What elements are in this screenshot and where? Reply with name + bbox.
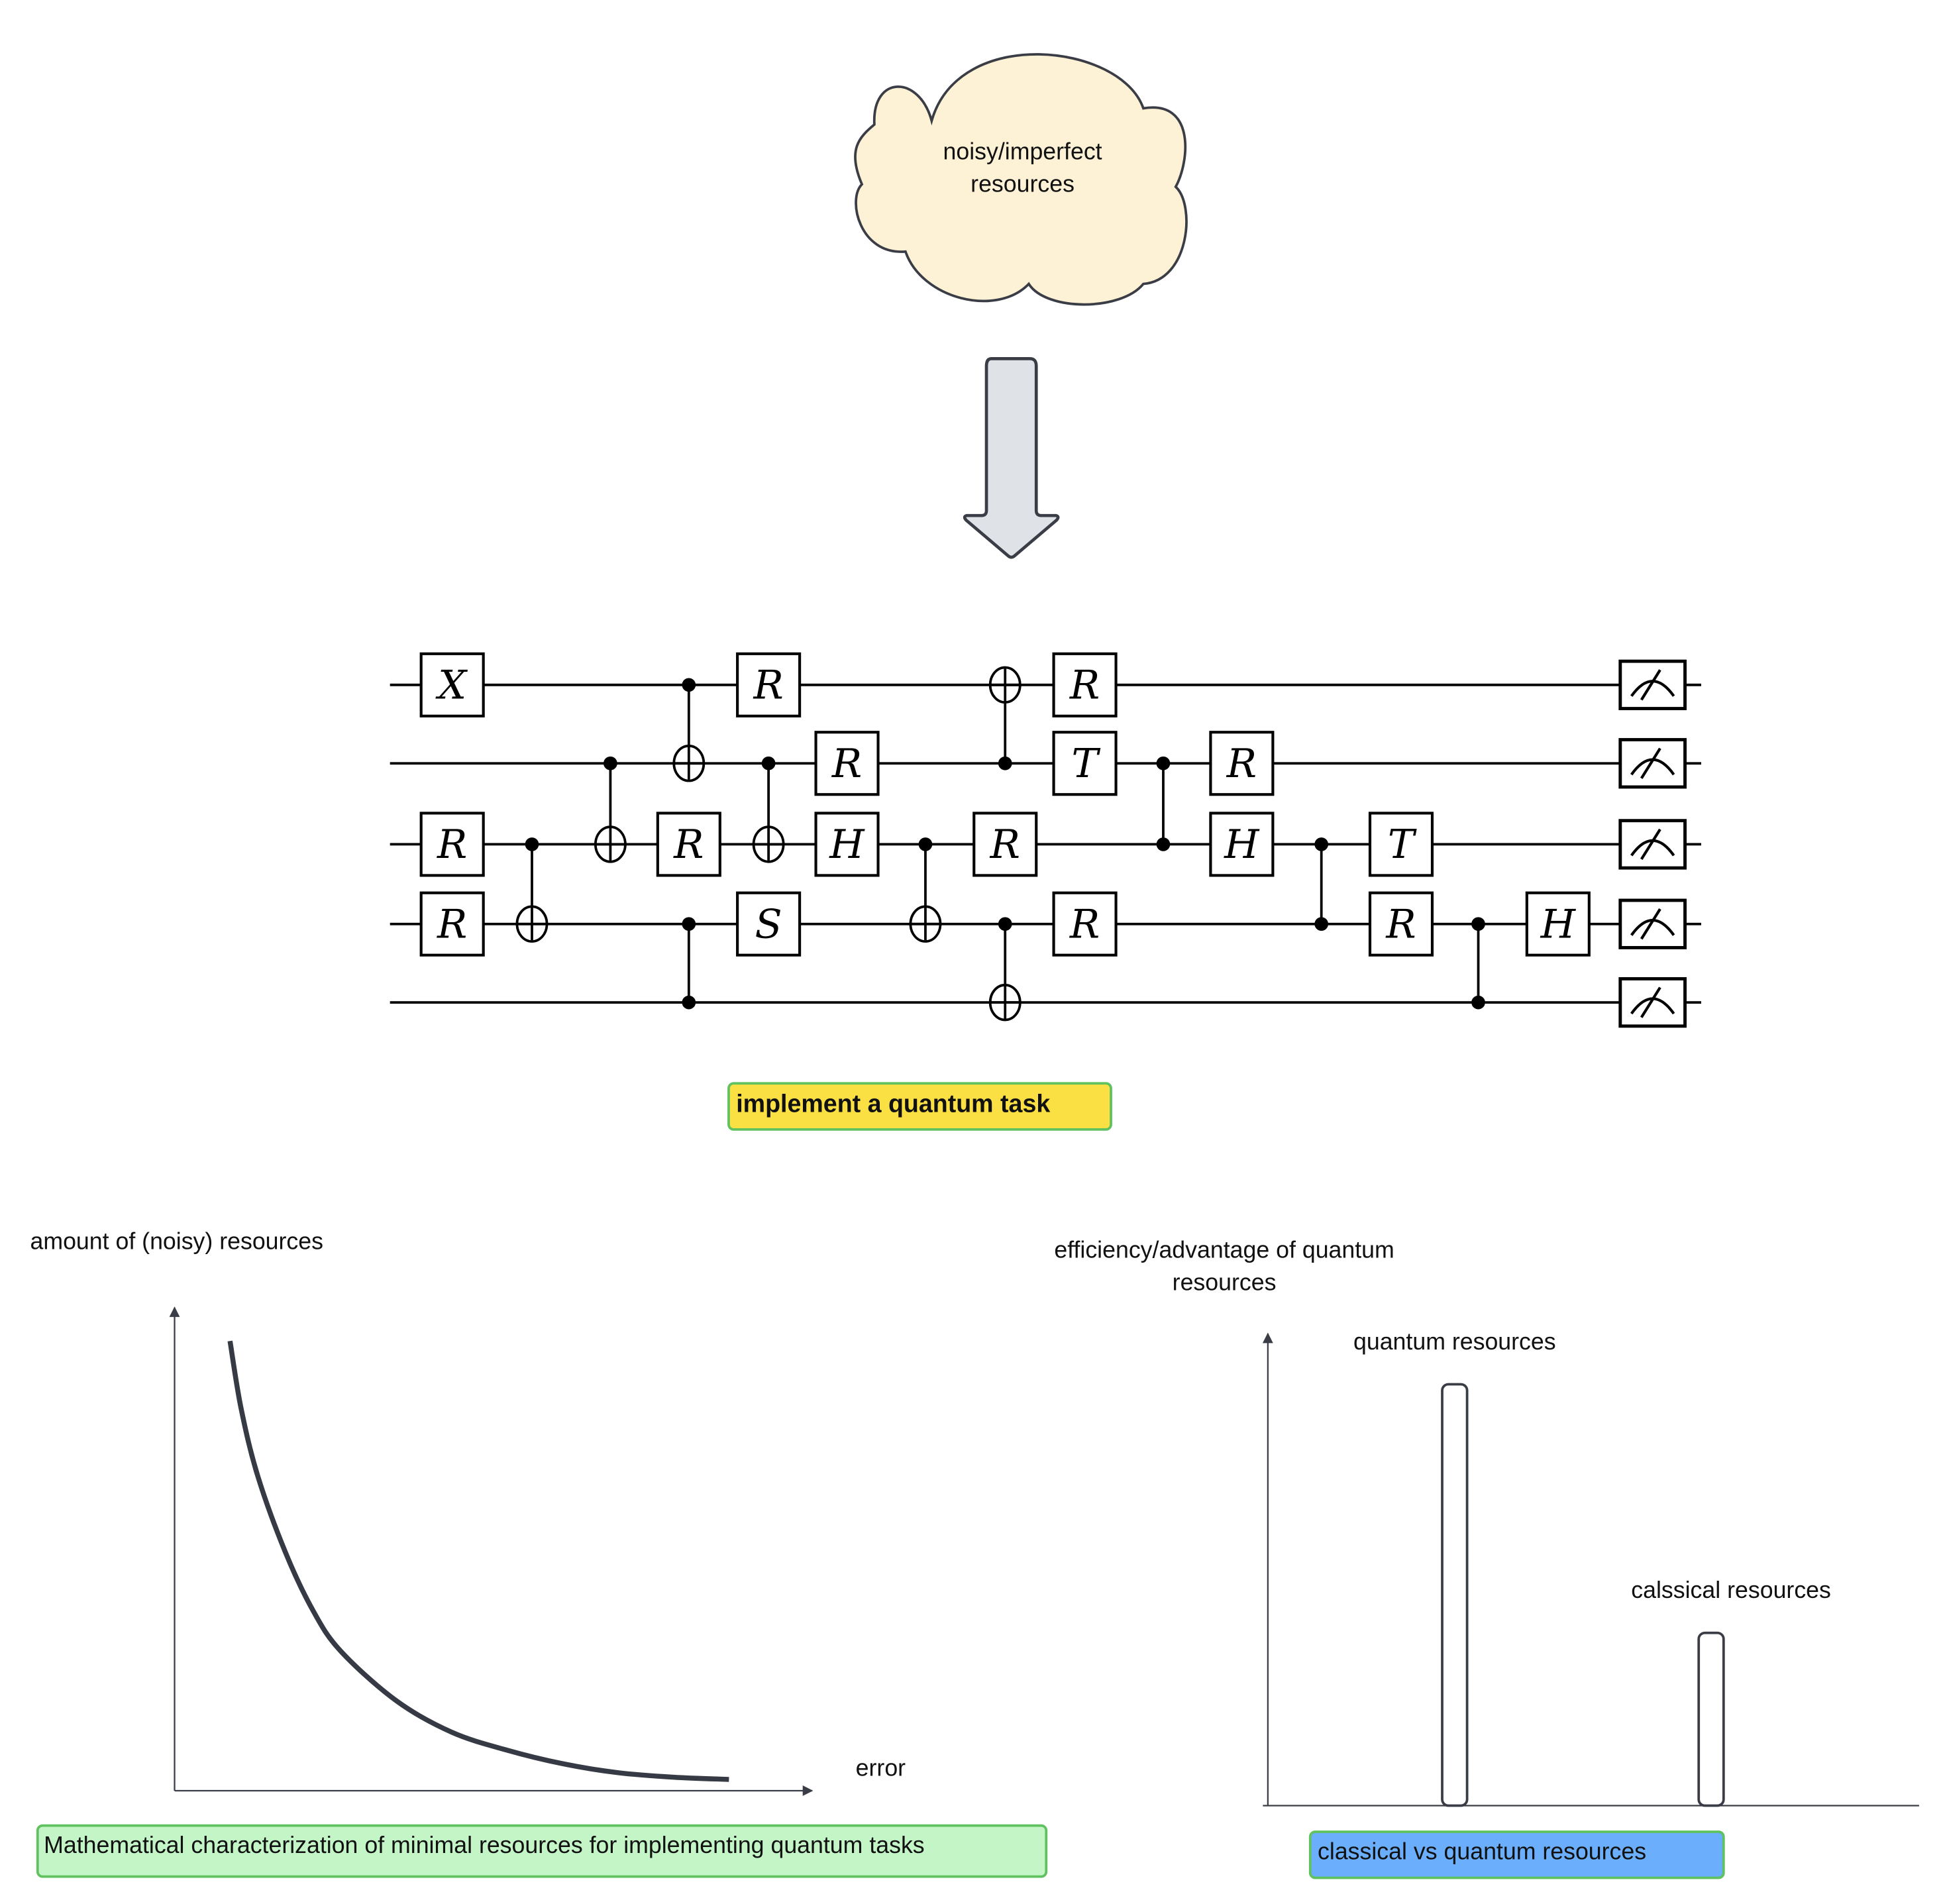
control-dot	[918, 837, 933, 851]
gate-box: R	[419, 812, 485, 877]
gate-cnot	[594, 756, 627, 863]
right-caption-text: classical vs quantum resources	[1318, 1838, 1646, 1864]
gate-box: R	[1052, 652, 1118, 717]
cloud-text-line2: resources	[971, 170, 1075, 197]
gate-box: H	[814, 812, 880, 877]
gate-label: R	[831, 741, 862, 787]
left-caption: Mathematical characterization of minimal…	[36, 1824, 1048, 1878]
gate-cnot	[988, 917, 1022, 1022]
control-dot	[1314, 917, 1329, 931]
gate-box: H	[1525, 891, 1591, 957]
gate-box: R	[419, 891, 485, 957]
bar-classical	[1697, 1631, 1725, 1807]
gate-label: T	[1071, 741, 1100, 787]
measurement-meter-icon	[1618, 977, 1687, 1028]
gate-box: S	[736, 891, 802, 957]
gate-label: H	[1540, 901, 1577, 947]
control-dot	[604, 756, 617, 770]
gate-box: T	[1052, 731, 1118, 796]
down-arrow-icon	[963, 356, 1060, 559]
control-dot	[761, 756, 776, 770]
gate-cz	[1471, 917, 1485, 1010]
gate-box: T	[1368, 812, 1434, 877]
gate-box: R	[814, 731, 880, 796]
control-dot	[1471, 995, 1485, 1010]
control-dot	[682, 917, 696, 931]
gate-label: R	[990, 821, 1020, 868]
gate-box: H	[1209, 812, 1275, 877]
left-chart-ylabel: amount of (noisy) resources	[30, 1228, 323, 1254]
gate-box: R	[972, 812, 1038, 877]
resource-error-chart: amount of (noisy) resources error	[30, 1228, 906, 1796]
control-dot	[682, 678, 696, 692]
gate-label: X	[435, 662, 468, 708]
task-label-text: implement a quantum task	[736, 1090, 1050, 1118]
cloud-icon	[854, 53, 1188, 306]
gate-label: H	[829, 821, 865, 868]
left-chart-xlabel: error	[856, 1754, 906, 1781]
cloud-shape: noisy/imperfect resources	[854, 53, 1188, 306]
control-dot	[998, 756, 1012, 770]
gate-label: S	[755, 901, 782, 947]
gate-cnot	[515, 837, 549, 943]
gate-label: R	[437, 821, 467, 868]
control-dot	[1156, 756, 1171, 770]
gate-cnot	[752, 756, 785, 863]
bar-label: quantum resources	[1353, 1328, 1556, 1355]
measurement-meter-icon	[1618, 819, 1687, 870]
right-chart-ylabel-line1: efficiency/advantage of quantum	[1054, 1236, 1394, 1263]
gate-cnot	[909, 837, 942, 943]
gate-box: R	[1209, 731, 1275, 796]
control-dot	[1156, 837, 1171, 851]
control-dot	[1471, 917, 1485, 931]
control-dot	[682, 995, 696, 1010]
gate-label: R	[1069, 662, 1100, 708]
gate-label: R	[1385, 901, 1416, 947]
bar-quantum	[1441, 1383, 1469, 1807]
right-caption: classical vs quantum resources	[1308, 1830, 1725, 1879]
measurement-meter-icon	[1618, 659, 1687, 710]
resource-comparison-chart: efficiency/advantage of quantum resource…	[1054, 1236, 1919, 1807]
measurement-meter-icon	[1618, 898, 1687, 949]
control-dot	[998, 917, 1012, 931]
gate-box: R	[1368, 891, 1434, 957]
gate-box: R	[656, 812, 721, 877]
gate-cz	[1314, 837, 1329, 931]
left-caption-text: Mathematical characterization of minimal…	[44, 1832, 925, 1858]
gate-box: R	[736, 652, 802, 717]
bar-label: calssical resources	[1631, 1577, 1831, 1603]
control-dot	[525, 837, 539, 851]
control-dot	[1314, 837, 1329, 851]
gate-label: R	[1069, 901, 1100, 947]
gate-cz	[682, 917, 696, 1010]
measurement-meter-icon	[1618, 738, 1687, 789]
gate-cnot	[672, 678, 706, 782]
gate-label: R	[673, 821, 704, 868]
task-label: implement a quantum task	[727, 1082, 1112, 1131]
gate-label: T	[1388, 821, 1417, 868]
gate-label: H	[1224, 821, 1260, 868]
gate-cz	[1156, 756, 1171, 851]
gate-box: R	[1052, 891, 1118, 957]
right-chart-ylabel-line2: resources	[1173, 1269, 1277, 1295]
gate-label: R	[753, 662, 783, 708]
gate-label: R	[1226, 741, 1257, 787]
gate-label: R	[437, 901, 467, 947]
gate-cnot	[988, 666, 1022, 770]
resource-error-curve	[227, 1340, 729, 1782]
cloud-text-line1: noisy/imperfect	[943, 138, 1102, 165]
gate-box: X	[419, 652, 485, 717]
